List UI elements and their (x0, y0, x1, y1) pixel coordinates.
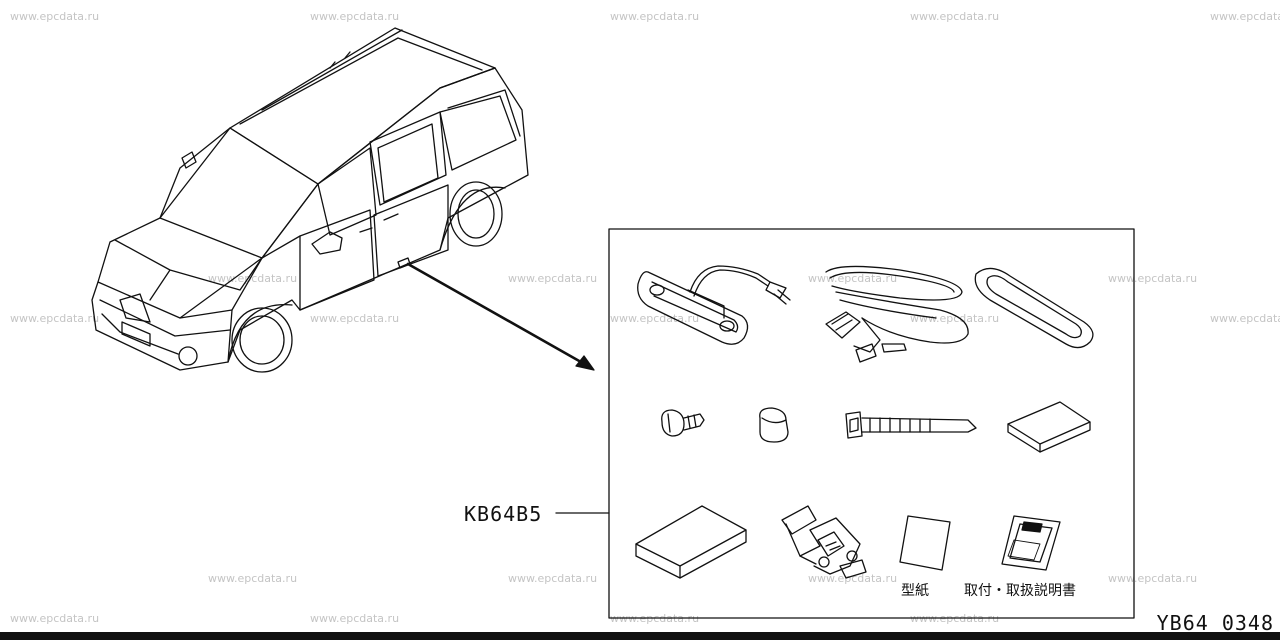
watermark: www.epcdata.ru (10, 10, 100, 23)
watermark: www.epcdata.ru (610, 312, 700, 325)
screw-part (661, 409, 705, 437)
watermark: www.epcdata.ru (808, 572, 898, 585)
watermark: www.epcdata.ru (310, 10, 400, 23)
figure-number: YB64 0348 (1156, 611, 1274, 635)
kit-frame (608, 228, 1135, 619)
watermark: www.epcdata.ru (508, 572, 598, 585)
watermark: www.epcdata.ru (310, 312, 400, 325)
watermark: www.epcdata.ru (1210, 10, 1280, 23)
watermark: www.epcdata.ru (10, 612, 100, 625)
bottom-border (0, 632, 1280, 640)
step-lamp-part (637, 265, 791, 345)
watermark: www.epcdata.ru (610, 10, 700, 23)
adhesive-pad-part (1007, 401, 1091, 453)
watermark: www.epcdata.ru (910, 10, 1000, 23)
pointer-arrow (406, 262, 590, 368)
template-caption: 型紙 (901, 583, 929, 599)
grommet-part (759, 407, 789, 443)
splice-connector-part (781, 505, 867, 579)
large-pad-part (635, 505, 747, 579)
gasket-part (974, 267, 1094, 349)
watermark: www.epcdata.ru (910, 312, 1000, 325)
watermark: www.epcdata.ru (208, 572, 298, 585)
wiring-harness-part (825, 265, 969, 363)
watermark: www.epcdata.ru (1210, 312, 1280, 325)
watermark: www.epcdata.ru (310, 612, 400, 625)
watermark: www.epcdata.ru (808, 272, 898, 285)
instructions-caption: 取付・取扱説明書 (964, 583, 1076, 599)
watermark: www.epcdata.ru (508, 272, 598, 285)
watermark: www.epcdata.ru (10, 312, 100, 325)
vehicle-illustration (91, 27, 595, 373)
watermark: www.epcdata.ru (1108, 272, 1198, 285)
instruction-manual-part (1001, 515, 1061, 571)
watermark: www.epcdata.ru (1108, 572, 1198, 585)
template-sheet-part (899, 515, 951, 571)
kit-part-number: KB64B5 (464, 502, 543, 526)
cable-tie-part (845, 411, 977, 439)
